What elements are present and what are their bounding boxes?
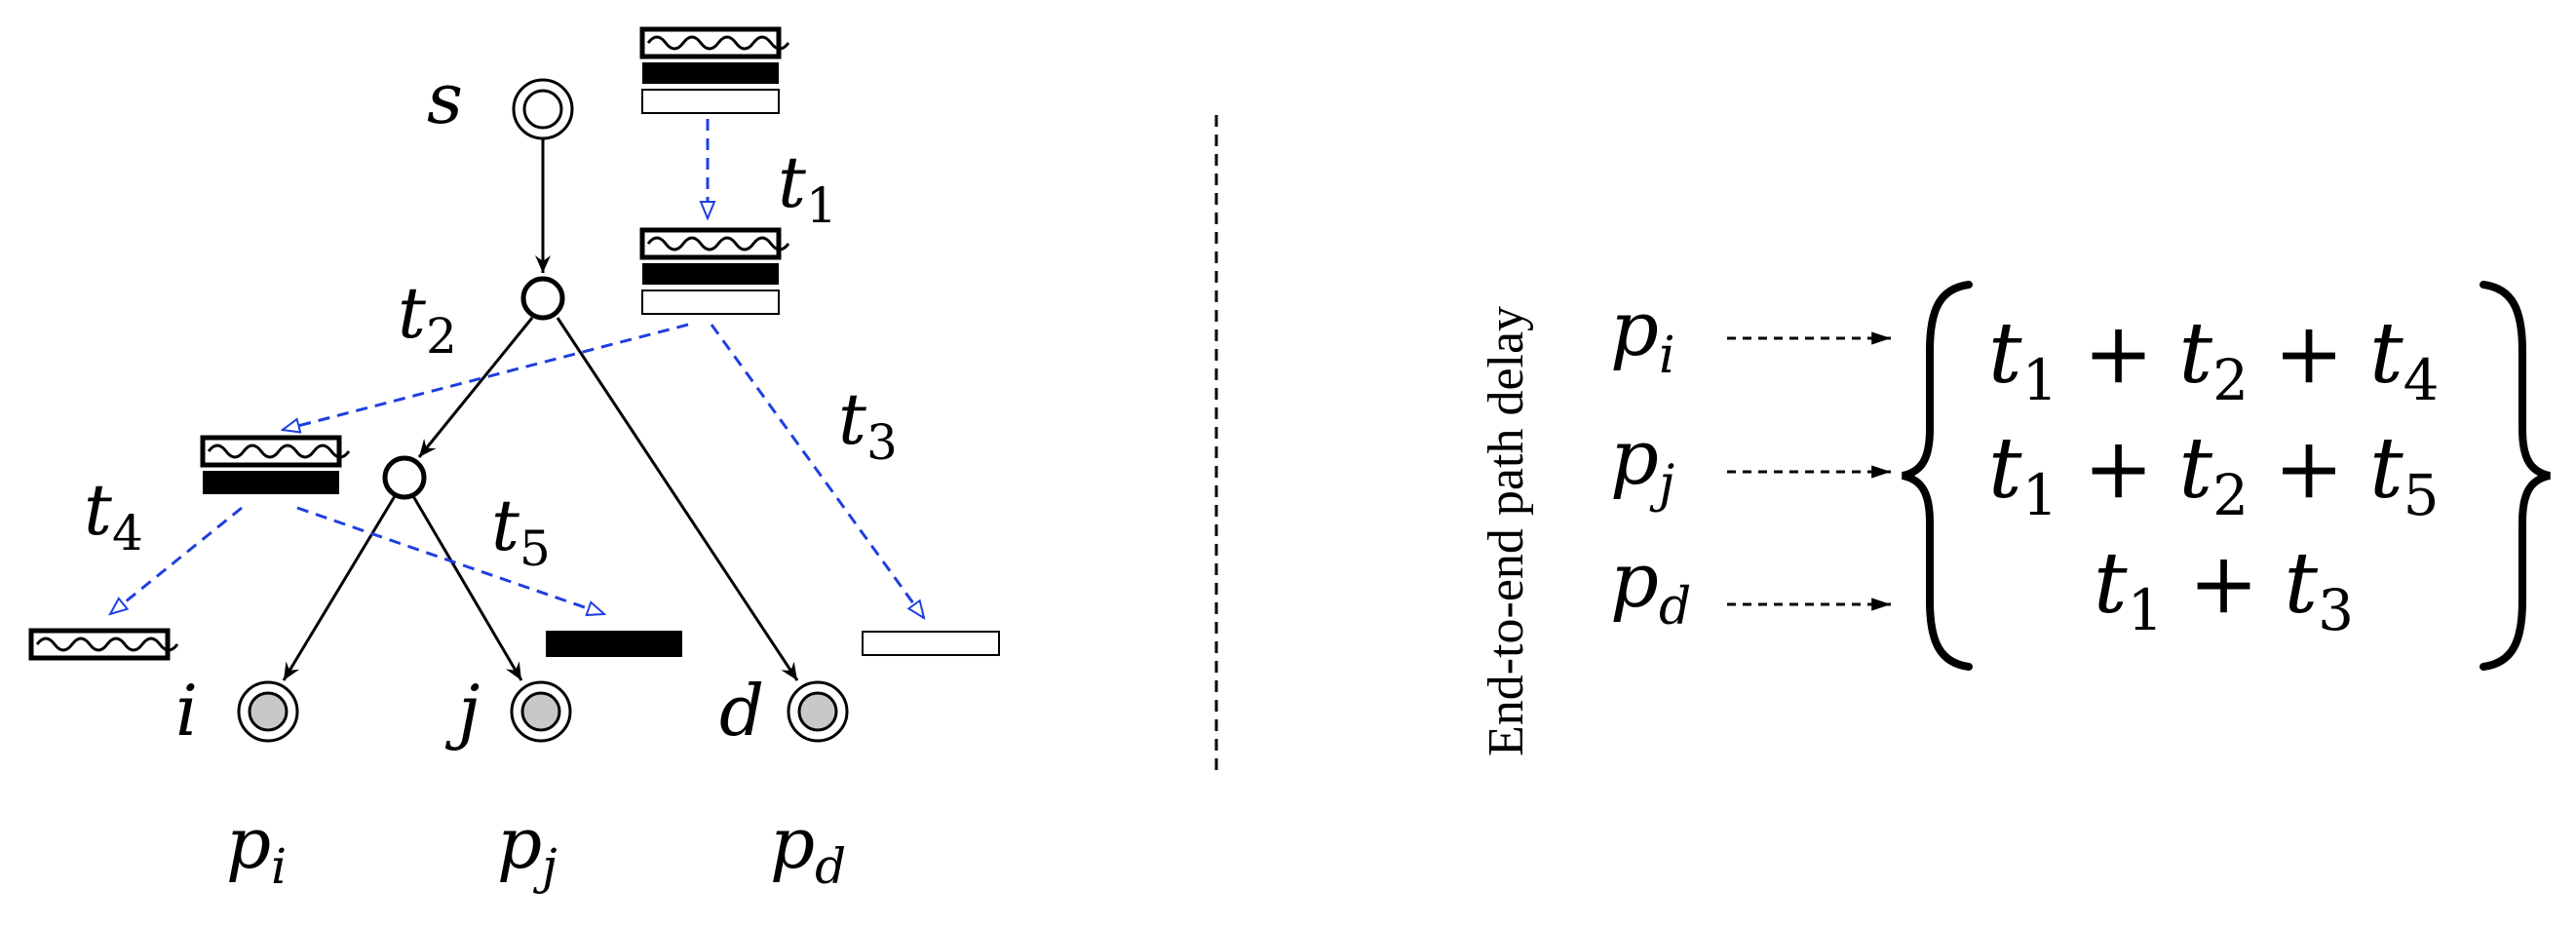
path-label-pi: pi bbox=[226, 802, 287, 895]
legend-path-pd: pd bbox=[1610, 537, 1691, 637]
branch-node-1 bbox=[520, 276, 565, 321]
traffic-stack-node1 bbox=[639, 227, 790, 315]
hop-label-t2: t2 bbox=[398, 272, 457, 365]
leaf-node-d bbox=[787, 680, 849, 743]
source-node bbox=[512, 78, 574, 140]
legend-path-pi: pi bbox=[1610, 286, 1675, 385]
flow-arrow-t4-branch bbox=[283, 323, 689, 430]
leaf-label-d: d bbox=[719, 670, 764, 752]
hop-label-t3: t3 bbox=[838, 378, 898, 471]
edge-n1-to-n2 bbox=[417, 317, 534, 458]
traffic-stack-node2 bbox=[200, 435, 351, 494]
left-brace bbox=[1901, 281, 1973, 671]
hop-label-t4: t4 bbox=[84, 469, 143, 561]
formula-row-pi: t1+t2+t4 bbox=[1988, 305, 2440, 413]
source-label: s bbox=[427, 58, 463, 139]
edge-n2-to-i bbox=[282, 495, 397, 681]
traffic-stack-source bbox=[639, 26, 790, 114]
legend-path-pj: pj bbox=[1610, 414, 1674, 514]
flow-arrow-t3 bbox=[710, 324, 924, 618]
leaf-label-i: i bbox=[175, 670, 198, 752]
hop-label-t5: t5 bbox=[491, 484, 551, 577]
traffic-block-i bbox=[28, 628, 179, 661]
edge-n2-to-j bbox=[411, 495, 523, 681]
vertical-axis-label: End-to-end path delay bbox=[1479, 306, 1534, 756]
leaf-label-j: j bbox=[444, 670, 480, 752]
edge-n1-to-d bbox=[556, 317, 799, 681]
leaf-node-j bbox=[510, 680, 572, 743]
branch-node-2 bbox=[382, 455, 427, 500]
traffic-block-j bbox=[546, 631, 682, 657]
hop-label-t1: t1 bbox=[778, 141, 837, 234]
path-label-pd: pd bbox=[770, 802, 846, 895]
tree-edges bbox=[282, 138, 799, 681]
flow-arrow-t5 bbox=[296, 506, 604, 614]
flow-arrow-t4 bbox=[110, 506, 243, 614]
formula-row-pj: t1+t2+t5 bbox=[1988, 420, 2440, 528]
traffic-block-d bbox=[862, 631, 1000, 656]
formula-row-pd: t1+t3 bbox=[2094, 535, 2354, 643]
path-label-pj: pj bbox=[497, 802, 557, 895]
right-brace bbox=[2480, 281, 2552, 671]
flow-arrows bbox=[110, 119, 924, 618]
leaf-node-i bbox=[237, 680, 299, 743]
